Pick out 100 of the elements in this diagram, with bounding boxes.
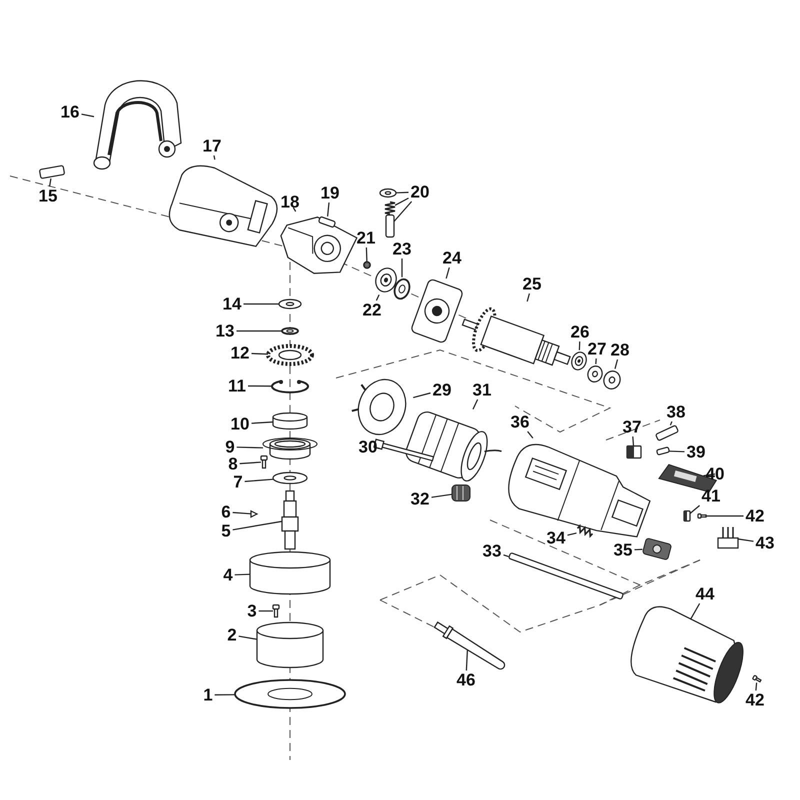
bearing-drawing [272, 412, 308, 430]
leader-line [234, 574, 250, 576]
callout-number: 3 [245, 602, 259, 620]
leader-line [413, 392, 431, 398]
leader-line [258, 610, 273, 612]
leader-line [292, 207, 296, 212]
side-handle-drawing [93, 80, 182, 170]
callout-number: 35 [612, 540, 634, 560]
leader-line [244, 303, 279, 305]
stator-drawing [402, 408, 502, 482]
washer-drawing [603, 370, 621, 390]
leader-line [327, 202, 330, 216]
armature-drawing [462, 307, 571, 366]
callout-number: 27 [586, 340, 608, 358]
callout-number: 42 [744, 690, 766, 710]
leader-line [472, 399, 478, 410]
callout-number: 46 [454, 670, 478, 690]
callout-number: 33 [480, 542, 504, 560]
leader-line [669, 450, 685, 452]
ring-drawing [281, 327, 299, 335]
callout-number: 16 [58, 102, 82, 122]
ring-drawing [363, 261, 371, 269]
eccentric-drawing [256, 622, 324, 668]
callout-number: 23 [390, 240, 414, 258]
leader-line [248, 385, 272, 387]
leader-line [703, 473, 716, 476]
leader-line [394, 201, 412, 222]
bevel-gear-drawing [266, 344, 314, 366]
callout-number: 13 [214, 322, 236, 340]
leader-line [690, 505, 700, 514]
callout-number: 34 [544, 528, 568, 548]
callout-number: 8 [226, 454, 240, 474]
callout-number: 29 [430, 380, 454, 400]
screw-drawing [752, 674, 762, 683]
leader-line [232, 512, 252, 514]
callout-number: 42 [744, 506, 766, 526]
counterweight-drawing [249, 551, 331, 595]
callout-number: 30 [356, 438, 380, 456]
callout-number: 14 [220, 294, 244, 314]
leader-line [396, 192, 409, 194]
callout-number: 4 [221, 566, 235, 584]
callout-number: 2 [225, 626, 239, 644]
leader-line [394, 198, 409, 206]
spring-drawing [384, 201, 396, 215]
leader-line [251, 421, 274, 424]
washer-drawing [272, 472, 308, 484]
leader-line [466, 650, 468, 671]
callout-number: 10 [228, 414, 252, 434]
callout-number: 37 [620, 418, 644, 436]
key-drawing [250, 510, 258, 518]
leader-line [376, 294, 380, 301]
leader-line [401, 258, 403, 278]
bearing-drawing [571, 352, 587, 370]
callout-number: 11 [226, 376, 248, 396]
leader-line [595, 358, 597, 364]
leader-line [213, 155, 216, 160]
callout-number: 15 [36, 186, 60, 206]
leader-line [527, 431, 534, 438]
leader-line [232, 520, 282, 530]
bearing-drawing [375, 268, 397, 292]
leader-line [214, 694, 235, 696]
circlip-drawing [271, 380, 309, 394]
spindle-drawing [281, 490, 299, 550]
screw-drawing [260, 455, 268, 469]
switch-knob-drawing [452, 484, 470, 502]
callout-number: 31 [470, 380, 494, 400]
pin-drawing [385, 214, 395, 238]
callout-number: 20 [408, 182, 432, 202]
callout-number: 12 [228, 344, 252, 362]
spring-drawing [576, 524, 594, 538]
leader-line [706, 515, 744, 517]
rear-cap-drawing [630, 606, 744, 704]
leader-line [236, 446, 264, 448]
callout-number: 32 [408, 490, 432, 508]
leader-line [526, 293, 530, 302]
leader-line [567, 532, 577, 536]
leader-line [49, 178, 52, 187]
leader-line [238, 636, 258, 640]
callout-number: 22 [360, 300, 384, 320]
leader-line [738, 538, 754, 542]
callout-number: 26 [568, 322, 592, 342]
leader-line [614, 359, 618, 369]
screw-drawing [697, 513, 707, 519]
callout-number: 17 [200, 136, 224, 156]
callout-number: 7 [231, 472, 245, 492]
screw-drawing [272, 604, 280, 618]
leader-line [251, 352, 268, 355]
leader-line [446, 267, 450, 279]
callout-number: 40 [704, 464, 726, 484]
leader-line [634, 548, 642, 550]
connector-drawing [717, 526, 739, 549]
leader-line [366, 247, 368, 262]
washer-drawing [379, 188, 397, 198]
leader-line [632, 436, 634, 446]
callout-number: 28 [608, 340, 632, 360]
gear-cover-drawing [168, 165, 278, 247]
leader-line [690, 603, 700, 620]
ring-drawing [394, 278, 410, 300]
callout-number: 9 [223, 438, 237, 456]
callout-number: 24 [440, 248, 464, 268]
